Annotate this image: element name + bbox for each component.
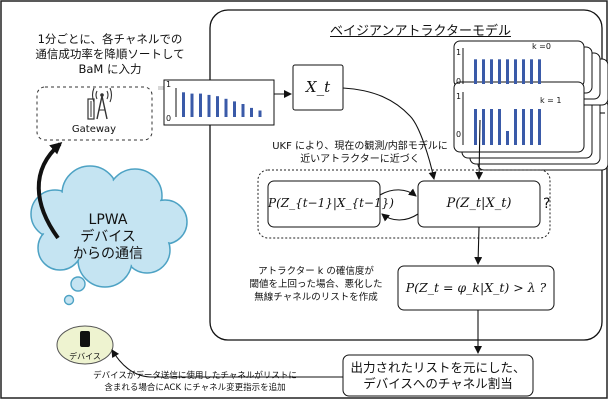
attractor-0-bars bbox=[474, 59, 541, 84]
input-chart-bar-5 bbox=[224, 98, 228, 117]
input-note-line1: 1分ごとに、各チャネルでの bbox=[37, 32, 183, 46]
prob-now-label: P(Z_t|X_t) bbox=[446, 196, 512, 211]
input-chart-bars bbox=[182, 92, 262, 117]
device-note-line2: 含まれる場合にACK にチャネル変更指示を追加 bbox=[104, 383, 286, 393]
attractor-note: アトラクター k の確信度が 閾値を上回った場合、悪化した 無線チャネルのリスト… bbox=[248, 265, 384, 304]
attractor-0-bar-3 bbox=[498, 59, 501, 84]
attractor-0-bar-7 bbox=[530, 59, 533, 84]
input-note-line2: 通信成功率を降順ソートして bbox=[35, 47, 185, 61]
attractor-0-y-top: 1 bbox=[456, 48, 462, 57]
lpwa-cloud bbox=[30, 165, 188, 306]
input-note: 1分ごとに、各チャネルでの 通信成功率を降順ソートして BaM に入力 bbox=[18, 32, 202, 77]
attractor-1-k-label: k = 1 bbox=[540, 96, 562, 105]
attractor-note-line1: アトラクター k の確信度が bbox=[258, 266, 374, 277]
input-chart-bar-7 bbox=[241, 104, 245, 117]
cloud-line2: デバイス bbox=[80, 229, 136, 245]
gateway-tower-icon bbox=[87, 87, 113, 120]
device-note: デバイスがデータ送信に使用したチャネルがリストに 含まれる場合にACK にチャネ… bbox=[60, 370, 330, 394]
cloud-text: LPWA デバイス からの通信 bbox=[58, 212, 158, 263]
attractor-1-bar-5 bbox=[514, 109, 517, 145]
attractor-1-bar-6 bbox=[522, 109, 525, 145]
attractor-0-y-bottom: 0 bbox=[456, 77, 462, 86]
attractor-1-bar-0 bbox=[474, 109, 477, 145]
input-chart-y-top: 1 bbox=[166, 80, 172, 89]
attractor-0-bar-1 bbox=[482, 59, 485, 84]
ukf-group bbox=[257, 169, 551, 239]
threshold-label: P(Z_t = φ_k|X_t) > λ ? bbox=[405, 280, 547, 295]
attractor-1-y-top: 1 bbox=[456, 92, 462, 101]
attractor-stack bbox=[453, 40, 608, 171]
input-chart-y-bottom: 0 bbox=[166, 114, 172, 123]
ukf-note-line2: 近いアトラクターに近づく bbox=[300, 154, 420, 165]
input-chart-bar-2 bbox=[199, 93, 202, 117]
ukf-note-line1: UKF により、現在の観測/内部モデルに bbox=[272, 141, 448, 152]
attractor-note-line2: 閾値を上回った場合、悪化した bbox=[249, 279, 383, 290]
cloud-line1: LPWA bbox=[88, 212, 128, 228]
attractor-1-bar-1 bbox=[482, 109, 485, 145]
output-text: 出力されたリストを元にした、 デバイスへのチャネル割当 bbox=[343, 360, 533, 392]
output-box bbox=[342, 354, 534, 397]
input-chart-bar-8 bbox=[250, 107, 253, 117]
device-note-line1: デバイスがデータ送信に使用したチャネルがリストに bbox=[93, 371, 297, 381]
attractor-0-bar-6 bbox=[522, 59, 525, 84]
input-chart-bar-6 bbox=[233, 101, 236, 117]
attractor-card-1 bbox=[453, 81, 585, 153]
output-line1: 出力されたリストを元にした、 bbox=[350, 360, 526, 375]
device-label: デバイス bbox=[69, 352, 101, 361]
attractor-0-bar-5 bbox=[514, 59, 517, 84]
prob-prev-box bbox=[267, 180, 381, 228]
prob-prev-label: P(Z_{t−1}|X_{t−1}) bbox=[268, 196, 394, 210]
attractor-1-y-bottom: 0 bbox=[456, 130, 462, 139]
threshold-box bbox=[397, 265, 555, 311]
cloud-line3: からの通信 bbox=[73, 246, 143, 262]
attractor-0-bar-0 bbox=[474, 59, 477, 84]
attractor-1-bar-8 bbox=[538, 109, 541, 145]
xt-label: X_t bbox=[305, 78, 331, 96]
ukf-note: UKF により、現在の観測/内部モデルに 近いアトラクターに近づく bbox=[245, 140, 475, 166]
attractor-note-line3: 無線チャネルのリストを作成 bbox=[254, 292, 378, 303]
flow-arrows bbox=[111, 87, 605, 378]
gateway-label: Gateway bbox=[71, 124, 117, 135]
input-chart-bar-0 bbox=[182, 92, 185, 117]
attractor-1-bars bbox=[474, 109, 541, 145]
input-chart-bar-9 bbox=[258, 110, 262, 117]
model-title: ベイジアンアトラクターモデル bbox=[330, 24, 511, 39]
output-line2: デバイスへのチャネル割当 bbox=[363, 376, 513, 391]
attractor-0-bar-8 bbox=[538, 59, 541, 84]
attractor-0-k-label: k =0 bbox=[532, 42, 551, 51]
attractor-card-0 bbox=[453, 40, 585, 88]
question-mark: ? bbox=[543, 196, 551, 212]
attractor-0-bar-2 bbox=[490, 59, 493, 84]
input-chart-bar-3 bbox=[207, 94, 211, 117]
attractor-1-bar-4 bbox=[506, 131, 509, 145]
cloud-to-gateway-arrow bbox=[36, 142, 63, 240]
attractor-1-bar-3 bbox=[498, 109, 501, 145]
xt-box bbox=[292, 64, 344, 111]
attractor-1-bar-7 bbox=[530, 109, 533, 145]
attractor-0-bar-4 bbox=[506, 59, 509, 84]
input-chart-bar-1 bbox=[190, 93, 194, 117]
attractor-1-bar-2 bbox=[490, 109, 493, 145]
input-note-line3: BaM に入力 bbox=[78, 62, 142, 76]
device-phone-icon bbox=[80, 331, 90, 347]
input-chart-bar-4 bbox=[216, 96, 219, 117]
